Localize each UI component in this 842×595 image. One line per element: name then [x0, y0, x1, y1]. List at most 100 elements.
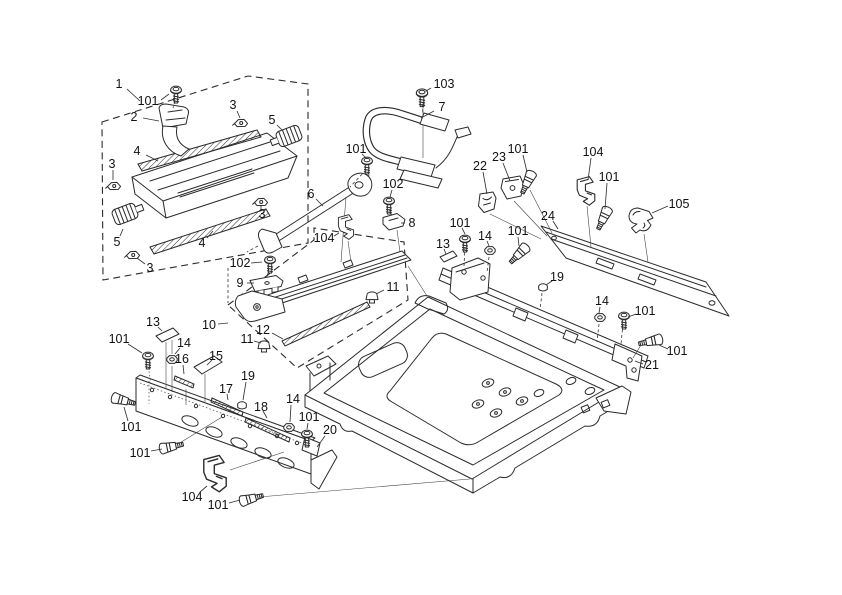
retaining-clip-3 [124, 250, 141, 260]
callout-label-3: 3 [259, 207, 266, 221]
screw-101 [170, 85, 182, 104]
saddle-bracket-part2 [158, 103, 189, 129]
callout-leader-line [127, 343, 143, 354]
callout-label-3: 3 [147, 261, 154, 275]
callout-leader-line [206, 230, 214, 239]
retaining-clip-3 [232, 118, 249, 128]
callout-leader-line [522, 154, 528, 173]
callout-leader-line [482, 171, 488, 195]
callout-leader-line [627, 313, 637, 318]
clamp-part22 [478, 191, 497, 213]
bracket-part104 [337, 214, 355, 240]
callout-leader-line [316, 435, 326, 448]
shaft-end-loop [347, 172, 373, 197]
nut-14 [594, 313, 606, 322]
callout-leader-line [443, 248, 447, 255]
panel-small-holes [149, 387, 300, 446]
callout-leader-line [150, 448, 163, 452]
callout-leader-line [206, 359, 213, 366]
callout-leader-line [461, 227, 466, 235]
callout-label-101: 101 [599, 170, 620, 184]
callout-leader-line [226, 393, 229, 401]
callout-label-101: 101 [508, 142, 529, 156]
callout-label-3: 3 [230, 98, 237, 112]
callout-label-14: 14 [595, 294, 609, 308]
callout-leader-line [157, 326, 163, 332]
guide-plate-assembly [234, 250, 412, 353]
panel-end-tab [301, 436, 321, 457]
callout-label-21: 21 [645, 358, 659, 372]
cable-plug [454, 126, 472, 139]
callout-leader-line [604, 182, 608, 210]
callout-leader-line [502, 162, 511, 182]
callout-label-4: 4 [199, 236, 206, 250]
callout-leader-line [250, 261, 263, 264]
callout-leader-line [545, 280, 553, 286]
callout-leader-line [119, 228, 124, 237]
shim-plate-15 [193, 355, 223, 375]
callout-leader-line [217, 322, 229, 325]
callout-leader-line [389, 189, 393, 198]
screw-101 [618, 311, 630, 330]
callout-leader-line [375, 289, 385, 295]
callout-label-12: 12 [256, 323, 270, 337]
callout-label-14: 14 [286, 392, 300, 406]
callout-label-101: 101 [208, 498, 229, 512]
tray-holes [471, 377, 596, 418]
callout-leader-line [517, 236, 520, 247]
hatched-rail-upper [137, 129, 262, 172]
hatched-strip-12 [281, 301, 371, 347]
bracket-part23 [500, 175, 524, 200]
tray-left-wall [304, 394, 474, 494]
dashed-boundary-box-middle [227, 227, 409, 369]
hatched-strip-16 [173, 375, 195, 389]
callout-label-22: 22 [473, 159, 487, 173]
callout-label-101: 101 [138, 94, 159, 108]
shaft-end-cap [257, 228, 283, 254]
callout-leader-line [271, 332, 284, 340]
callout-label-1: 1 [116, 77, 123, 91]
dashed-boundary-box-upper [101, 75, 309, 281]
flat-cable-assembly [362, 88, 472, 189]
callout-label-101: 101 [667, 344, 688, 358]
callout-label-14: 14 [177, 336, 191, 350]
callout-label-17: 17 [219, 382, 233, 396]
callout-label-104: 104 [583, 145, 604, 159]
callout-leader-line [123, 406, 129, 422]
callout-label-11: 11 [241, 332, 254, 346]
callout-label-7: 7 [439, 100, 446, 114]
callout-leader-line [587, 157, 592, 181]
callout-label-13: 13 [146, 315, 160, 329]
callout-label-3: 3 [109, 157, 116, 171]
callout-label-2: 2 [131, 110, 138, 124]
screw-101 [361, 156, 373, 175]
callout-leader-line [598, 306, 601, 314]
callout-leader-line [333, 232, 340, 237]
callout-label-23: 23 [492, 150, 506, 164]
callout-label-105: 105 [669, 197, 690, 211]
callout-label-10: 10 [202, 318, 216, 332]
callout-label-101: 101 [346, 142, 367, 156]
chassis-tray [304, 265, 632, 494]
callout-leader-line [420, 110, 435, 119]
screw-101 [142, 351, 154, 370]
screw-102 [264, 255, 276, 274]
link-shaft-part6 [246, 156, 373, 263]
side-panel-assembly-20 [109, 327, 471, 508]
callout-leader-line [306, 422, 309, 430]
callout-leader-line [242, 381, 247, 401]
roller-frame-assembly [105, 85, 303, 260]
callout-leader-line [199, 485, 208, 493]
callout-leader-line [136, 257, 146, 265]
callout-label-16: 16 [175, 352, 189, 366]
nut-14 [283, 423, 295, 432]
screw-103 [415, 88, 429, 108]
nut-14 [484, 246, 496, 255]
callout-label-104: 104 [182, 490, 203, 504]
screw-101 [157, 438, 185, 456]
callout-leader-line [651, 205, 669, 214]
callout-leader-line [425, 87, 432, 92]
callout-leader-line [145, 154, 159, 162]
